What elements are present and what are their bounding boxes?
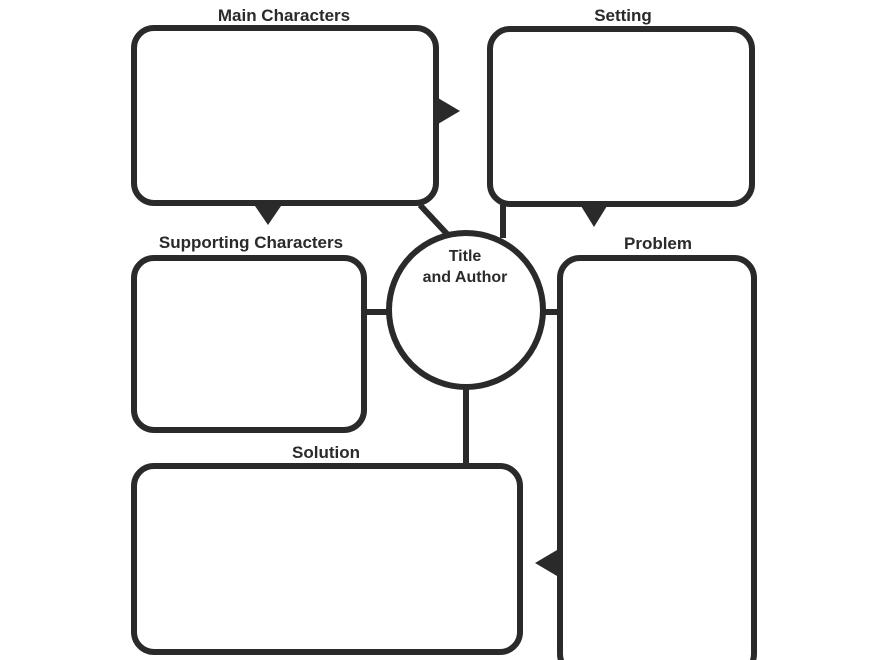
setting-label: Setting (594, 6, 652, 25)
problem-box[interactable] (557, 255, 757, 660)
problem-label: Problem (624, 234, 692, 253)
connector-main-characters (417, 202, 451, 238)
supporting-characters-box[interactable] (131, 255, 367, 433)
main-characters-arrow-down (255, 206, 281, 225)
main-characters-arrow-right (438, 98, 460, 124)
title-label: Title (449, 248, 482, 265)
setting-arrow-down (581, 206, 607, 227)
main-characters-label: Main Characters (218, 6, 350, 25)
problem-arrow-left (535, 550, 557, 576)
title-author-circle[interactable] (386, 230, 546, 390)
setting-box[interactable] (487, 26, 755, 207)
main-characters-box[interactable] (131, 25, 439, 206)
supporting-characters-label: Supporting Characters (159, 233, 343, 252)
author-label: and Author (423, 269, 508, 286)
solution-box[interactable] (131, 463, 523, 655)
solution-label: Solution (292, 443, 360, 462)
